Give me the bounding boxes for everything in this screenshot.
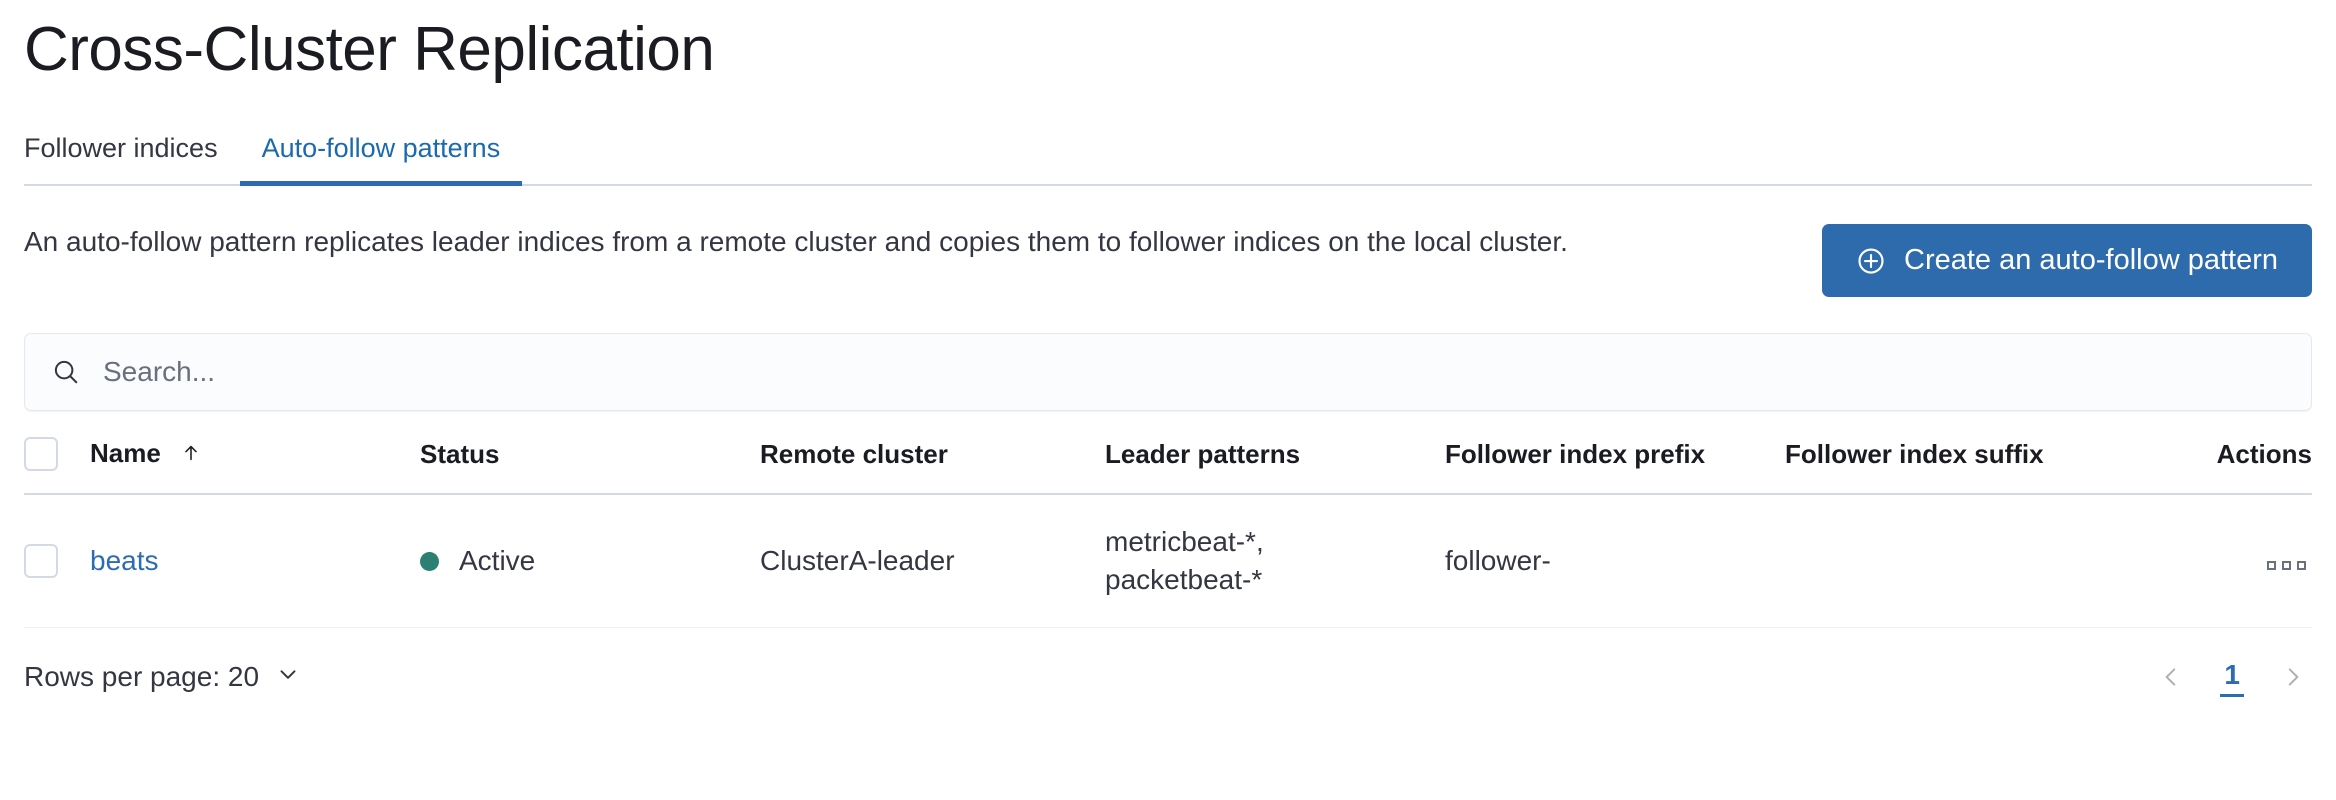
intro-description: An auto-follow pattern replicates leader… bbox=[24, 226, 1568, 258]
cell-leader-patterns: metricbeat-*, packetbeat-* bbox=[1105, 494, 1445, 628]
search-input[interactable] bbox=[101, 334, 2285, 411]
status-dot-icon bbox=[420, 551, 439, 571]
leader-pattern-line-1: metricbeat-*, bbox=[1105, 526, 1264, 558]
cell-name: beats bbox=[90, 494, 420, 628]
select-all-checkbox[interactable] bbox=[24, 437, 58, 472]
more-actions-icon[interactable] bbox=[2261, 555, 2312, 576]
cell-actions bbox=[2215, 494, 2312, 628]
chevron-down-icon bbox=[275, 661, 301, 694]
column-header-remote-cluster[interactable]: Remote cluster bbox=[760, 437, 1105, 496]
cell-status: Active bbox=[420, 494, 760, 628]
table-row: beats Active ClusterA-leader metricbeat-… bbox=[24, 494, 2312, 628]
column-header-name-label: Name bbox=[90, 437, 161, 468]
action-dot-3 bbox=[2297, 561, 2306, 571]
cell-follower-index-suffix bbox=[1785, 494, 2215, 628]
chevron-right-icon[interactable] bbox=[2274, 660, 2312, 694]
create-auto-follow-pattern-label: Create an auto-follow pattern bbox=[1904, 244, 2278, 277]
table-header: Name Status Remote cluster Leader patter… bbox=[24, 437, 2312, 496]
tab-follower-indices[interactable]: Follower indices bbox=[24, 133, 218, 164]
column-header-follower-index-suffix[interactable]: Follower index suffix bbox=[1785, 437, 2215, 496]
arrow-up-icon bbox=[180, 440, 202, 471]
column-header-follower-index-prefix[interactable]: Follower index prefix bbox=[1445, 437, 1785, 496]
search-icon bbox=[51, 357, 81, 387]
auto-follow-patterns-table: Name Status Remote cluster Leader patter… bbox=[24, 437, 2312, 628]
tab-auto-follow-patterns[interactable]: Auto-follow patterns bbox=[239, 135, 523, 187]
chevron-left-icon[interactable] bbox=[2152, 660, 2190, 694]
leader-pattern-line-2: packetbeat-* bbox=[1105, 564, 1263, 596]
rows-per-page-button[interactable]: Rows per page: 20 bbox=[24, 661, 301, 694]
column-header-name[interactable]: Name bbox=[90, 437, 420, 496]
column-header-leader-patterns[interactable]: Leader patterns bbox=[1105, 437, 1445, 496]
table-footer: Rows per page: 20 1 bbox=[24, 658, 2312, 697]
row-select-checkbox[interactable] bbox=[24, 544, 58, 579]
intro-section: An auto-follow pattern replicates leader… bbox=[24, 222, 2312, 298]
pagination-page-1[interactable]: 1 bbox=[2220, 658, 2244, 697]
rows-per-page-label: Rows per page: 20 bbox=[24, 661, 260, 693]
plus-circle-icon bbox=[1856, 246, 1886, 276]
table-body: beats Active ClusterA-leader metricbeat-… bbox=[24, 494, 2312, 628]
status-label: Active bbox=[459, 545, 536, 577]
pattern-name-link[interactable]: beats bbox=[90, 545, 159, 577]
select-all-header bbox=[24, 437, 90, 496]
tab-bar: Follower indices Auto-follow patterns bbox=[24, 116, 2312, 187]
cell-remote-cluster: ClusterA-leader bbox=[760, 494, 1105, 628]
search-bar[interactable] bbox=[24, 333, 2312, 412]
column-header-actions: Actions bbox=[2215, 437, 2312, 496]
action-dot-1 bbox=[2267, 561, 2276, 571]
cell-follower-index-prefix: follower- bbox=[1445, 494, 1785, 628]
table-header-row: Name Status Remote cluster Leader patter… bbox=[24, 437, 2312, 496]
column-header-status[interactable]: Status bbox=[420, 437, 760, 496]
page-title: Cross-Cluster Replication bbox=[24, 15, 715, 84]
pagination: 1 bbox=[2152, 658, 2312, 697]
create-auto-follow-pattern-button[interactable]: Create an auto-follow pattern bbox=[1822, 224, 2312, 298]
row-select-cell bbox=[24, 494, 90, 628]
action-dot-2 bbox=[2282, 561, 2291, 571]
